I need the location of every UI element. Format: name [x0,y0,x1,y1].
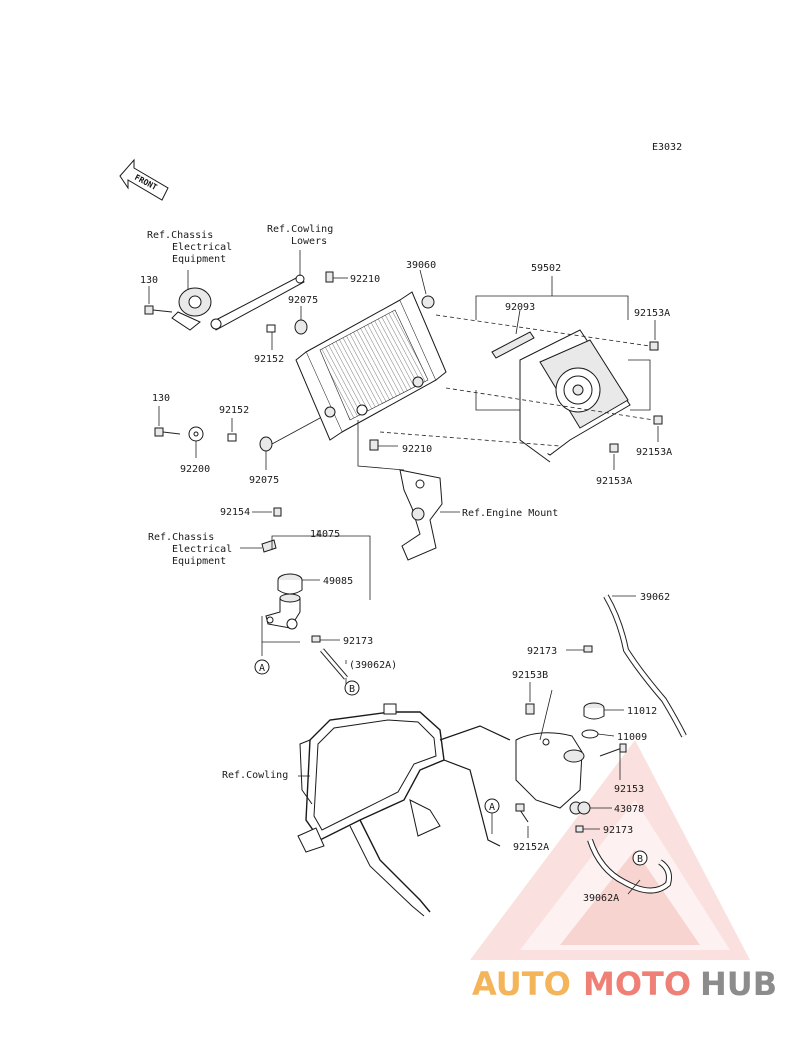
label-92210-mid: 92210 [402,444,432,455]
bolt-92154 [252,507,282,517]
label-130-top: 130 [140,275,158,286]
filler-neck-bracket-14075 [271,530,371,600]
label-92152-mid: 92152 [219,405,249,416]
bolt-92153a-mid [653,415,663,442]
bolt-130-top [144,286,173,315]
diagram-code: E3032 [652,142,682,153]
svg-text:Equipment: Equipment [172,254,226,265]
callout-a-low: A [484,798,500,834]
clip-92210-top [325,271,348,283]
label-92075-mid: 92075 [249,475,279,486]
washer-92200 [188,426,204,458]
label-92173-mid: 92173 [343,636,373,647]
label-59502: 59502 [531,263,561,274]
svg-text:A: A [259,663,265,674]
collar-92152-top [266,324,276,350]
reservoir-tank [515,689,585,815]
grommet-43078 [577,801,612,815]
bolt-92153a-top [649,320,659,351]
label-92152-top: 92152 [254,354,284,365]
bolt-92153a-low [609,443,619,470]
callout-a-mid: A [254,659,270,675]
watermark-logo [470,740,750,960]
watermark-text: AUTO MOTO HUB [472,965,777,1003]
front-arrow-icon: FRONT [119,158,169,201]
clip-92173-mid [311,635,340,643]
callout-b-low: B [632,850,648,866]
label-11012: 11012 [627,706,657,717]
grommet-92075-mid [259,417,321,470]
ref-chassis-mid: Ref.Chassis Electrical Equipment [148,532,232,567]
svg-text:AUTO: AUTO [472,965,571,1003]
label-92210-top: 92210 [350,274,380,285]
label-130-mid: 130 [152,393,170,404]
label-92152a-low: 92152A [513,842,549,853]
label-43078: 43078 [614,804,644,815]
cap-49085 [277,573,320,595]
clip-92173-top-right [566,645,593,653]
label-39062a: 39062A [583,893,619,904]
bolt-92152a [515,803,529,838]
svg-text:Lowers: Lowers [291,236,327,247]
cowling-frame [297,703,511,917]
hose-39062 [603,594,687,738]
label-92153a-top: 92153A [634,308,670,319]
filler-neck [261,593,301,656]
svg-text:Electrical: Electrical [172,544,232,555]
bolt-130-mid [154,406,181,437]
svg-text:Electrical: Electrical [172,242,232,253]
label-92173-low: 92173 [603,825,633,836]
svg-text:B: B [637,854,643,865]
label-14075: 14075 [310,529,340,540]
bolt-92153b [525,682,535,715]
engine-mount-bracket [357,420,460,561]
collar-92152-mid [227,418,237,442]
svg-text:HUB: HUB [700,965,777,1003]
label-39062a-paren: (39062A) [349,660,397,671]
radiator-39060 [295,269,447,441]
ref-engine-mount: Ref.Engine Mount [462,508,558,519]
seal-92093 [491,309,535,359]
clip-92210-mid [369,439,398,451]
ref-chassis-top: Ref.Chassis Electrical Equipment [147,230,232,265]
horn-bracket [171,270,212,331]
hose-39062a-mid [320,648,348,684]
clip-92173-low [575,825,600,833]
seal-11009 [581,729,615,739]
svg-text:A: A [489,802,495,813]
label-92153: 92153 [614,784,644,795]
label-49085: 49085 [323,576,353,587]
label-39060: 39060 [406,260,436,271]
svg-text:Equipment: Equipment [172,556,226,567]
label-39062: 39062 [640,592,670,603]
clamp-ref-chassis [240,539,277,553]
label-92153a-low: 92153A [596,476,632,487]
cap-11012 [583,702,624,720]
cowling-bar [210,250,305,331]
fan-assembly-59502 [475,276,651,463]
label-92075-top: 92075 [288,295,318,306]
label-11009: 11009 [617,732,647,743]
label-92153a-mid: 92153A [636,447,672,458]
svg-text:B: B [349,684,355,695]
svg-text:Ref.Chassis: Ref.Chassis [147,230,213,241]
svg-text:Ref.Chassis: Ref.Chassis [148,532,214,543]
label-92153b: 92153B [512,670,548,681]
bolt-92153 [599,743,627,780]
svg-text:MOTO: MOTO [583,965,691,1003]
svg-text:Ref.Cowling: Ref.Cowling [267,224,333,235]
label-92154: 92154 [220,507,250,518]
ref-cowling: Ref.Cowling [222,770,288,781]
label-92093: 92093 [505,302,535,313]
ref-cowling-lowers: Ref.Cowling Lowers [267,224,333,247]
callout-b-mid: B [344,680,360,696]
label-92173-right: 92173 [527,646,557,657]
grommet-92075-top [294,306,308,335]
hose-39062a-low [587,839,672,895]
label-92200: 92200 [180,464,210,475]
